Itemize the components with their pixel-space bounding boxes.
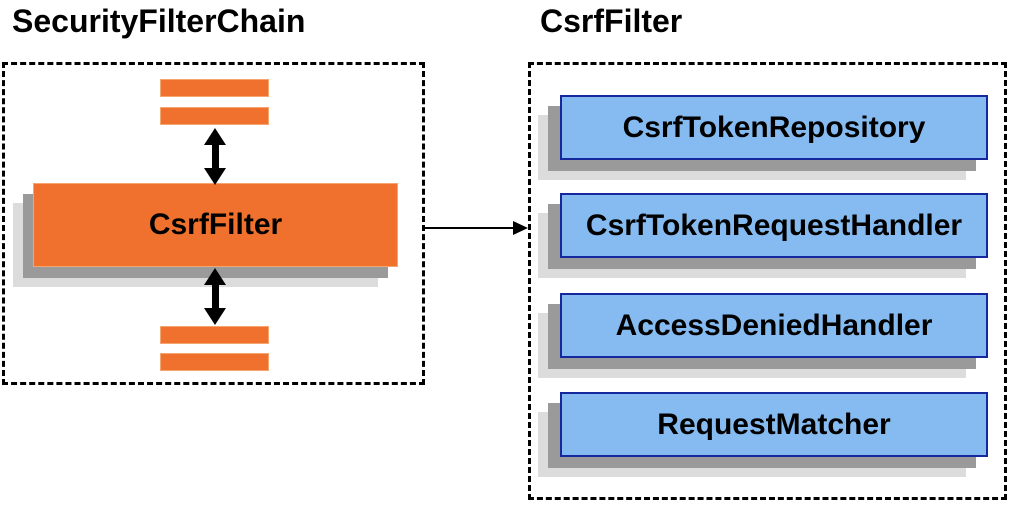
- component-label: CsrfTokenRequestHandler: [585, 208, 963, 242]
- arrow-shaft: [211, 285, 219, 308]
- csrf-filter-label: CsrfFilter: [148, 208, 283, 241]
- arrow-shaft: [211, 145, 219, 168]
- filter-placeholder-bar-4: [160, 353, 269, 371]
- component-label: RequestMatcher: [657, 407, 891, 441]
- arrow-down-icon: [204, 308, 226, 325]
- csrf-filter-title: CsrfFilter: [540, 3, 683, 39]
- filter-placeholder-bar-2: [160, 107, 269, 125]
- bidirectional-arrow-bottom: [204, 268, 226, 325]
- arrow-line: [424, 227, 514, 229]
- filter-placeholder-bar-3: [160, 326, 269, 344]
- arrow-up-icon: [204, 268, 226, 285]
- component-label: AccessDeniedHandler: [615, 308, 933, 342]
- bidirectional-arrow-top: [204, 128, 226, 185]
- csrf-filter-box: CsrfFilter: [33, 183, 398, 267]
- component-box-csrf-token-request-handler: CsrfTokenRequestHandler: [560, 193, 988, 258]
- csrf-filter-container: [528, 62, 1007, 500]
- arrow-down-icon: [204, 168, 226, 185]
- arrow-up-icon: [204, 128, 226, 145]
- component-box-csrf-token-repository: CsrfTokenRepository: [560, 95, 988, 160]
- security-filter-chain-title: SecurityFilterChain: [12, 3, 306, 39]
- component-box-request-matcher: RequestMatcher: [560, 392, 988, 457]
- filter-placeholder-bar-1: [160, 79, 269, 97]
- component-label: CsrfTokenRepository: [622, 110, 926, 144]
- security-filter-chain-container: [2, 62, 425, 385]
- flow-arrow: [424, 221, 528, 235]
- arrow-right-icon: [513, 221, 528, 235]
- component-box-access-denied-handler: AccessDeniedHandler: [560, 293, 988, 358]
